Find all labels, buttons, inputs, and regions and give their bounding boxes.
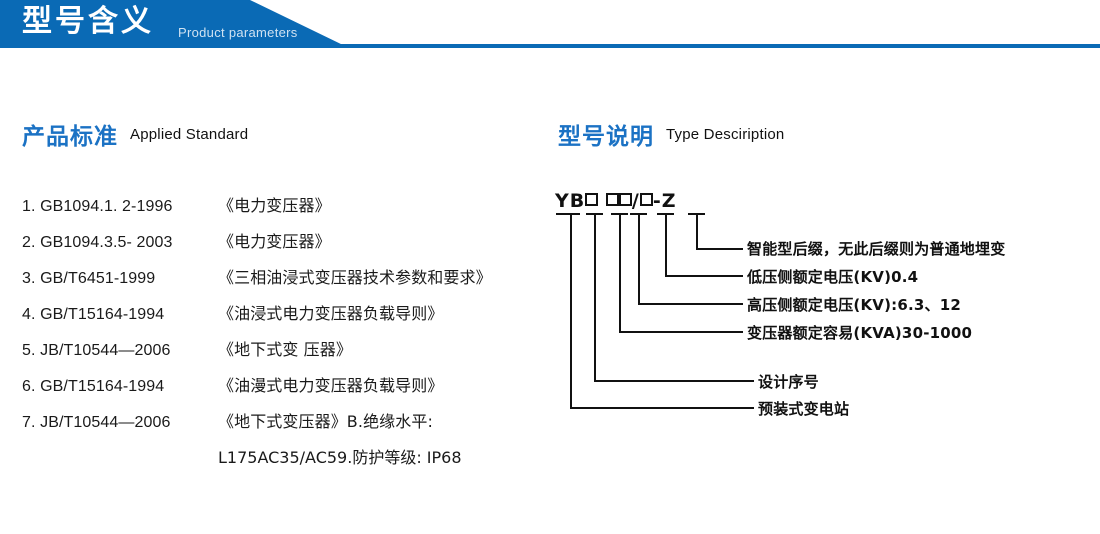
code-box-placeholder [605,193,619,206]
standard-name: 《油浸式电力变压器负载导则》 [218,304,444,323]
standard-name: 《电力变压器》 [218,196,331,215]
code-dash: - [652,190,662,212]
standard-index: 6. [22,378,36,395]
standard-code: 4. GB/T15164-1994 [22,306,218,324]
standard-code: 6. GB/T15164-1994 [22,378,218,396]
leader-stem [696,213,698,250]
code-box-placeholder [585,193,599,206]
leader-run [696,248,743,250]
model-code-string: YB /-Z [555,190,677,212]
leader-run [665,275,743,277]
diagram-label-lv-rated-voltage: 低压侧额定电压(KV)0.4 [747,268,919,286]
standard-number: GB1094.1. 2-1996 [40,198,173,215]
standard-name: 《地下式变压器》B.绝缘水平: [218,412,433,431]
list-item: 3. GB/T6451-1999 《三相油浸式变压器技术参数和要求》 [22,264,542,300]
list-item: 2. GB1094.3.5- 2003 《电力变压器》 [22,228,542,264]
standard-code: 2. GB1094.3.5- 2003 [22,234,218,252]
standard-number: JB/T10544—2006 [40,342,171,359]
standard-index: 3. [22,270,36,287]
diagram-label-hv-rated-voltage: 高压侧额定电压(KV):6.3、12 [747,296,961,314]
code-box-placeholder [618,193,632,206]
leader-stem [594,213,596,382]
page-header: 型号含义 Product parameters [0,0,1100,50]
code-slash: / [631,190,640,212]
standard-number: JB/T10544—2006 [40,414,171,431]
list-item: 1. GB1094.1. 2-1996 《电力变压器》 [22,192,542,228]
standard-code: 1. GB1094.1. 2-1996 [22,198,218,216]
section-title-cn: 型号说明 [558,124,654,150]
standard-index: 4. [22,306,36,323]
header-bottom-rule [0,44,1100,48]
list-item: 6. GB/T15164-1994 《油漫式电力变压器负载导则》 [22,372,542,408]
section-title-en: Applied Standard [130,125,249,143]
header-title-en: Product parameters [178,25,298,40]
list-item: 5. JB/T10544—2006 《地下式变 压器》 [22,336,542,372]
list-item: 4. GB/T15164-1994 《油浸式电力变压器负载导则》 [22,300,542,336]
code-box-placeholder [639,193,653,206]
diagram-label-design-serial: 设计序号 [758,373,819,391]
type-description-diagram: YB /-Z 智能型后缀，无此后缀则为普通地埋变 低压侧额定电压(KV)0.4 … [545,190,1090,440]
list-item: 7. JB/T10544—2006 《地下式变压器》B.绝缘水平: [22,408,542,444]
standard-number: GB1094.3.5- 2003 [40,234,173,251]
standard-index: 5. [22,342,36,359]
leader-stem [619,213,621,333]
leader-run [638,303,743,305]
leader-run [619,331,743,333]
standards-list: 1. GB1094.1. 2-1996 《电力变压器》 2. GB1094.3.… [22,192,542,480]
diagram-label-prefab-substation: 预装式变电站 [758,400,850,418]
standard-name: 《地下式变 压器》 [218,340,352,359]
leader-run [570,407,754,409]
diagram-label-intelligent-suffix: 智能型后缀，无此后缀则为普通地埋变 [747,240,1006,258]
diagram-label-rated-capacity: 变压器额定容易(KVA)30-1000 [747,324,973,342]
standard-number: GB/T15164-1994 [40,306,165,323]
section-title-type-description: 型号说明 Type Desciription [558,117,784,151]
standard-name: 《三相油浸式变压器技术参数和要求》 [218,268,492,287]
standard-code: 3. GB/T6451-1999 [22,270,218,288]
leader-stem [570,213,572,409]
model-code-text: YB [555,190,586,212]
section-title-applied-standard: 产品标准 Applied Standard [22,117,248,151]
code-tick [556,213,580,215]
section-title-en: Type Desciription [666,125,785,143]
standard-code: 5. JB/T10544—2006 [22,342,218,360]
standard-code: 7. JB/T10544—2006 [22,414,218,432]
standard-number: GB/T6451-1999 [40,270,156,287]
header-title-cn: 型号含义 [22,4,154,39]
standard-continuation-line: L175AC35/AC59.防护等级: IP68 [218,448,462,467]
leader-stem [665,213,667,277]
standard-index: 1. [22,198,36,215]
leader-stem [638,213,640,305]
code-suffix-z: Z [661,190,677,212]
standard-number: GB/T15164-1994 [40,378,165,395]
section-title-cn: 产品标准 [22,124,118,150]
standard-name: 《电力变压器》 [218,232,331,251]
standard-index: 2. [22,234,36,251]
leader-run [594,380,754,382]
standard-index: 7. [22,414,36,431]
standard-name: 《油漫式电力变压器负载导则》 [218,376,444,395]
